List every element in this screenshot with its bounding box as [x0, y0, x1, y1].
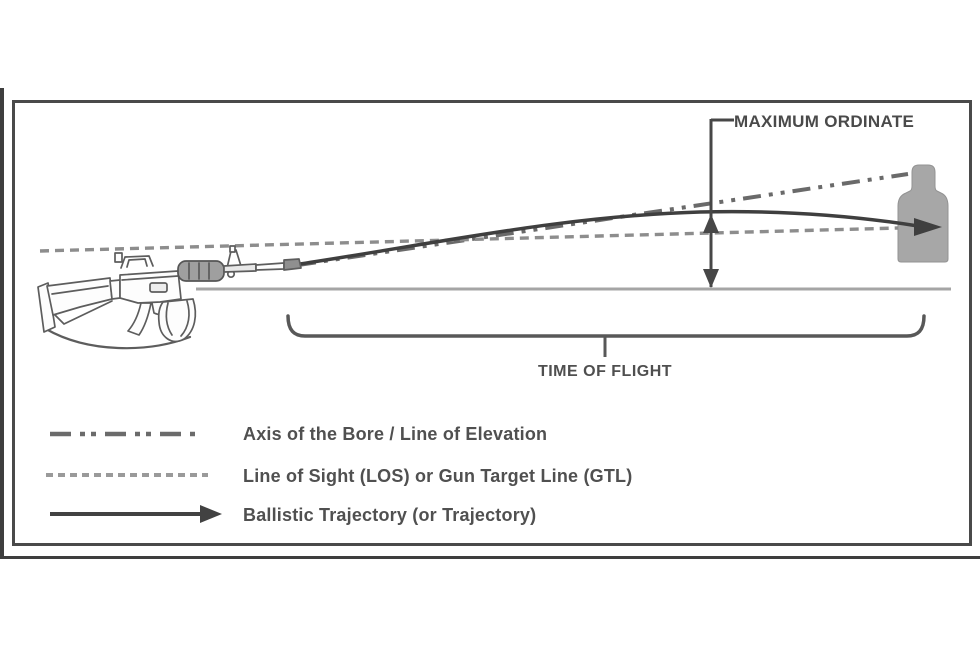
- rifle-front-sight-post: [229, 245, 236, 253]
- maximum-ordinate-label: MAXIMUM ORDINATE: [734, 112, 915, 131]
- rifle-buffer-tube: [109, 279, 121, 300]
- up-arrowhead-icon: [703, 214, 719, 233]
- rifle-barrel: [255, 262, 285, 271]
- legend-item-label-line-of-sight: Line of Sight (LOS) or Gun Target Line (…: [243, 466, 633, 486]
- rifle-magazine-line: [165, 302, 173, 336]
- rifle-flash-hider: [283, 258, 302, 271]
- trajectory-line: [299, 209, 919, 266]
- rifle-carry-handle-inner: [126, 258, 148, 268]
- rifle-magazine-line2: [180, 300, 190, 337]
- rifle-butt-plate: [37, 282, 56, 333]
- legend-trajectory-arrowhead-icon: [200, 505, 222, 523]
- rifle-stock-rail: [54, 300, 113, 325]
- line-of-sight-line: [39, 226, 899, 253]
- legend-item-label-axis-of-bore: Axis of the Bore / Line of Elevation: [243, 424, 548, 444]
- rifle-stock-line: [51, 285, 109, 295]
- rifle-pistol-grip: [127, 302, 152, 336]
- rifle-carry-handle: [120, 255, 154, 269]
- time-of-flight-bracket: [286, 314, 926, 338]
- rifle-illustration: [37, 245, 302, 350]
- rifle-receiver-line: [121, 275, 179, 281]
- rifle-ejection-port: [149, 282, 168, 293]
- outer-frame-bottom-edge: [0, 556, 980, 559]
- rifle-stock: [46, 277, 113, 316]
- rifle-barrel-base: [223, 263, 257, 273]
- max-ordinate-pointer: [703, 118, 734, 288]
- down-arrowhead-icon: [703, 269, 719, 288]
- rifle-magazine: [157, 298, 197, 343]
- rifle-rear-sight: [114, 252, 123, 263]
- target-silhouette: [897, 164, 949, 263]
- rifle-handguard: [177, 260, 225, 282]
- trajectory-arrowhead-icon: [914, 218, 942, 236]
- legend-item-label-trajectory: Ballistic Trajectory (or Trajectory): [243, 505, 537, 525]
- outer-frame-left-edge: [0, 88, 4, 558]
- time-of-flight-label: TIME OF FLIGHT: [537, 363, 673, 380]
